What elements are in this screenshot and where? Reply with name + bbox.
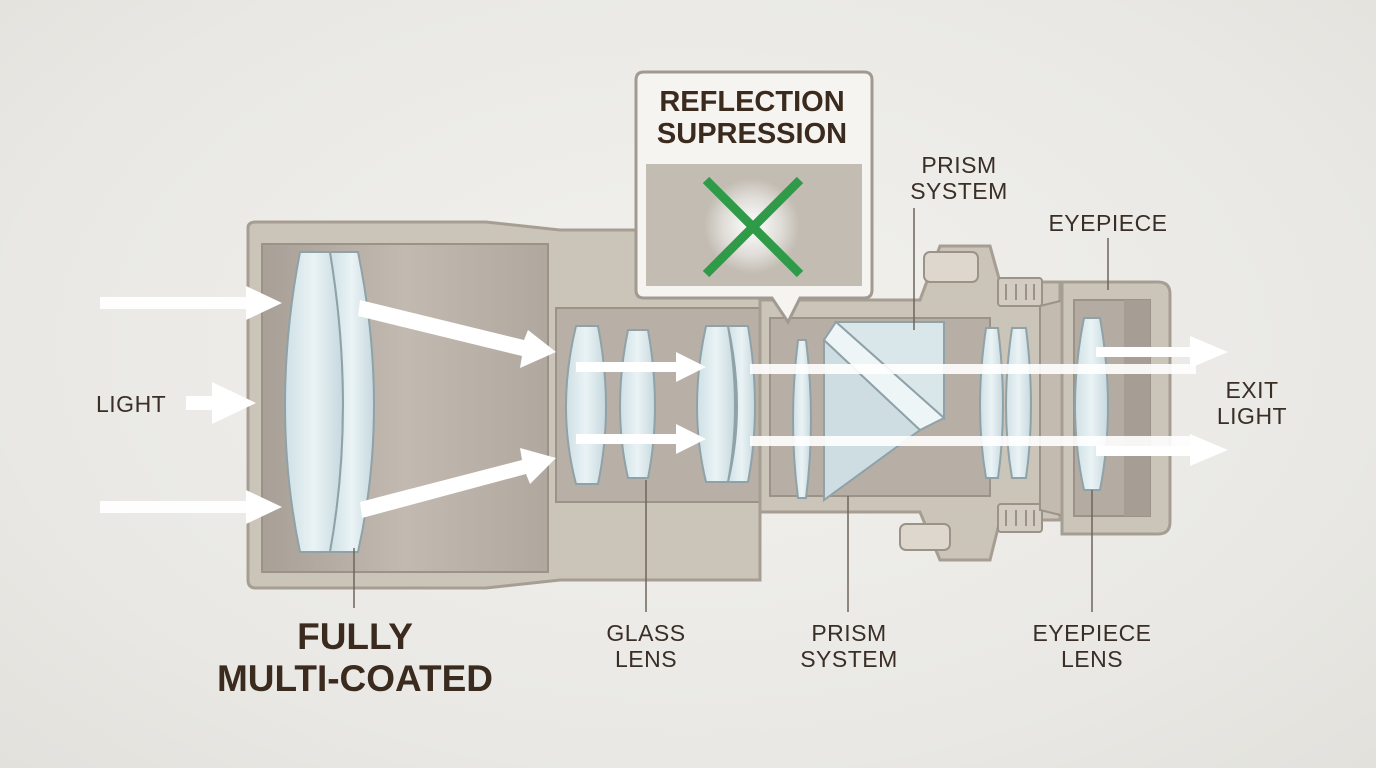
glass-lens-line-1: GLASS xyxy=(606,620,686,646)
glass-lens-label: GLASS LENS xyxy=(596,620,696,672)
callout-title: REFLECTION SUPRESSION xyxy=(638,86,866,150)
prism-bottom-line-2: SYSTEM xyxy=(800,646,898,672)
eyepiece-lens-label: EYEPIECE LENS xyxy=(1026,620,1158,672)
eyepiece-lens-line-1: EYEPIECE xyxy=(1032,620,1152,646)
leader-lines xyxy=(353,208,1109,612)
prism-top-line-1: PRISM xyxy=(921,152,997,178)
eyepiece-lens-line-2: LENS xyxy=(1060,646,1124,672)
glass-lens-line-2: LENS xyxy=(614,646,678,672)
prism xyxy=(792,320,946,502)
reflection-callout xyxy=(634,70,874,325)
eyepiece-top-label: EYEPIECE xyxy=(1048,210,1168,236)
exit-light-line-1: EXIT xyxy=(1225,377,1279,403)
callout-title-line-2: SUPRESSION xyxy=(656,118,848,150)
multi-coated-line: MULTI-COATED xyxy=(216,658,494,699)
prism-bottom-line-1: PRISM xyxy=(811,620,887,646)
cross-icon xyxy=(702,176,804,278)
light-arrows xyxy=(100,286,1228,524)
prism-system-top-label: PRISM SYSTEM xyxy=(900,152,1018,204)
exit-light-line-2: LIGHT xyxy=(1216,403,1288,429)
exit-light-label: EXIT LIGHT xyxy=(1212,377,1292,429)
prism-top-line-2: SYSTEM xyxy=(910,178,1008,204)
prism-system-bottom-label: PRISM SYSTEM xyxy=(788,620,910,672)
callout-title-line-1: REFLECTION xyxy=(659,86,845,118)
objective-lens xyxy=(284,251,375,553)
light-label: LIGHT xyxy=(96,391,167,417)
fully-line: FULLY xyxy=(297,616,413,657)
fully-multi-coated-label: FULLY MULTI-COATED xyxy=(196,616,514,700)
